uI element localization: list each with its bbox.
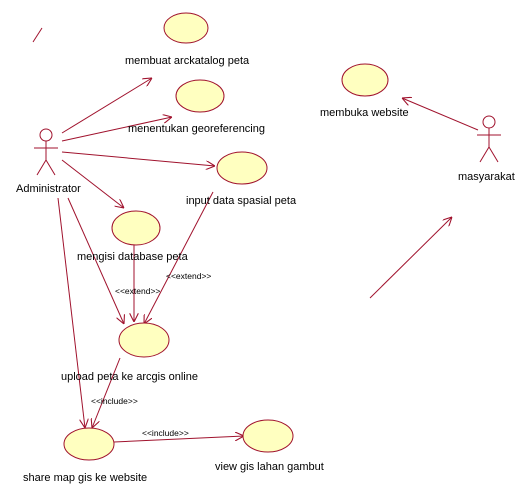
stereotype-extend-1: <<extend>> (115, 286, 160, 296)
edge-admin-mengisi (61, 159, 124, 208)
edge-loose (369, 217, 452, 299)
stereotype-include-1: <<include>> (91, 396, 138, 406)
edge-admin-share (57, 197, 85, 428)
stereotype-include-2: <<include>> (142, 428, 189, 438)
label-input-data-spasial: input data spasial peta (186, 195, 297, 207)
use-case-membuka-website[interactable] (341, 63, 389, 97)
actor-masyarakat-figure[interactable] (477, 115, 501, 163)
edge-admin-input-data (61, 151, 215, 166)
actor-administrator-figure[interactable] (34, 128, 58, 176)
actor-administrator-label: Administrator (16, 183, 81, 195)
edge-include-share-view (113, 436, 244, 443)
use-case-mengisi-database[interactable] (111, 210, 161, 246)
use-case-view-gis[interactable] (242, 419, 294, 453)
stereotype-extend-2: <<extend>> (166, 271, 211, 281)
use-case-menentukan-georeferencing[interactable] (175, 79, 225, 113)
edge-admin-upload (67, 197, 124, 324)
label-mengisi-database: mengisi database peta (77, 251, 189, 263)
label-membuka-website: membuka website (320, 107, 409, 119)
stray-line (32, 27, 43, 43)
edge-admin-arckatalog (61, 78, 152, 134)
label-share-map: share map gis ke website (23, 472, 147, 484)
use-case-upload-peta[interactable] (118, 322, 170, 358)
label-menentukan-georeferencing: menentukan georeferencing (128, 123, 265, 135)
edge-include-upload-share (92, 357, 121, 428)
edge-extend-input (144, 191, 214, 324)
label-view-gis: view gis lahan gambut (215, 461, 324, 473)
use-case-share-map[interactable] (63, 427, 115, 461)
label-upload-peta: upload peta ke arcgis online (61, 371, 198, 383)
use-case-input-data-spasial[interactable] (216, 151, 268, 185)
edge-masyarakat-website (402, 98, 479, 131)
label-membuat-arckatalog: membuat arckatalog peta (125, 55, 250, 67)
use-case-membuat-arckatalog[interactable] (163, 12, 209, 44)
actor-masyarakat-label: masyarakat (458, 171, 515, 183)
edge-admin-georeferencing (61, 117, 172, 142)
